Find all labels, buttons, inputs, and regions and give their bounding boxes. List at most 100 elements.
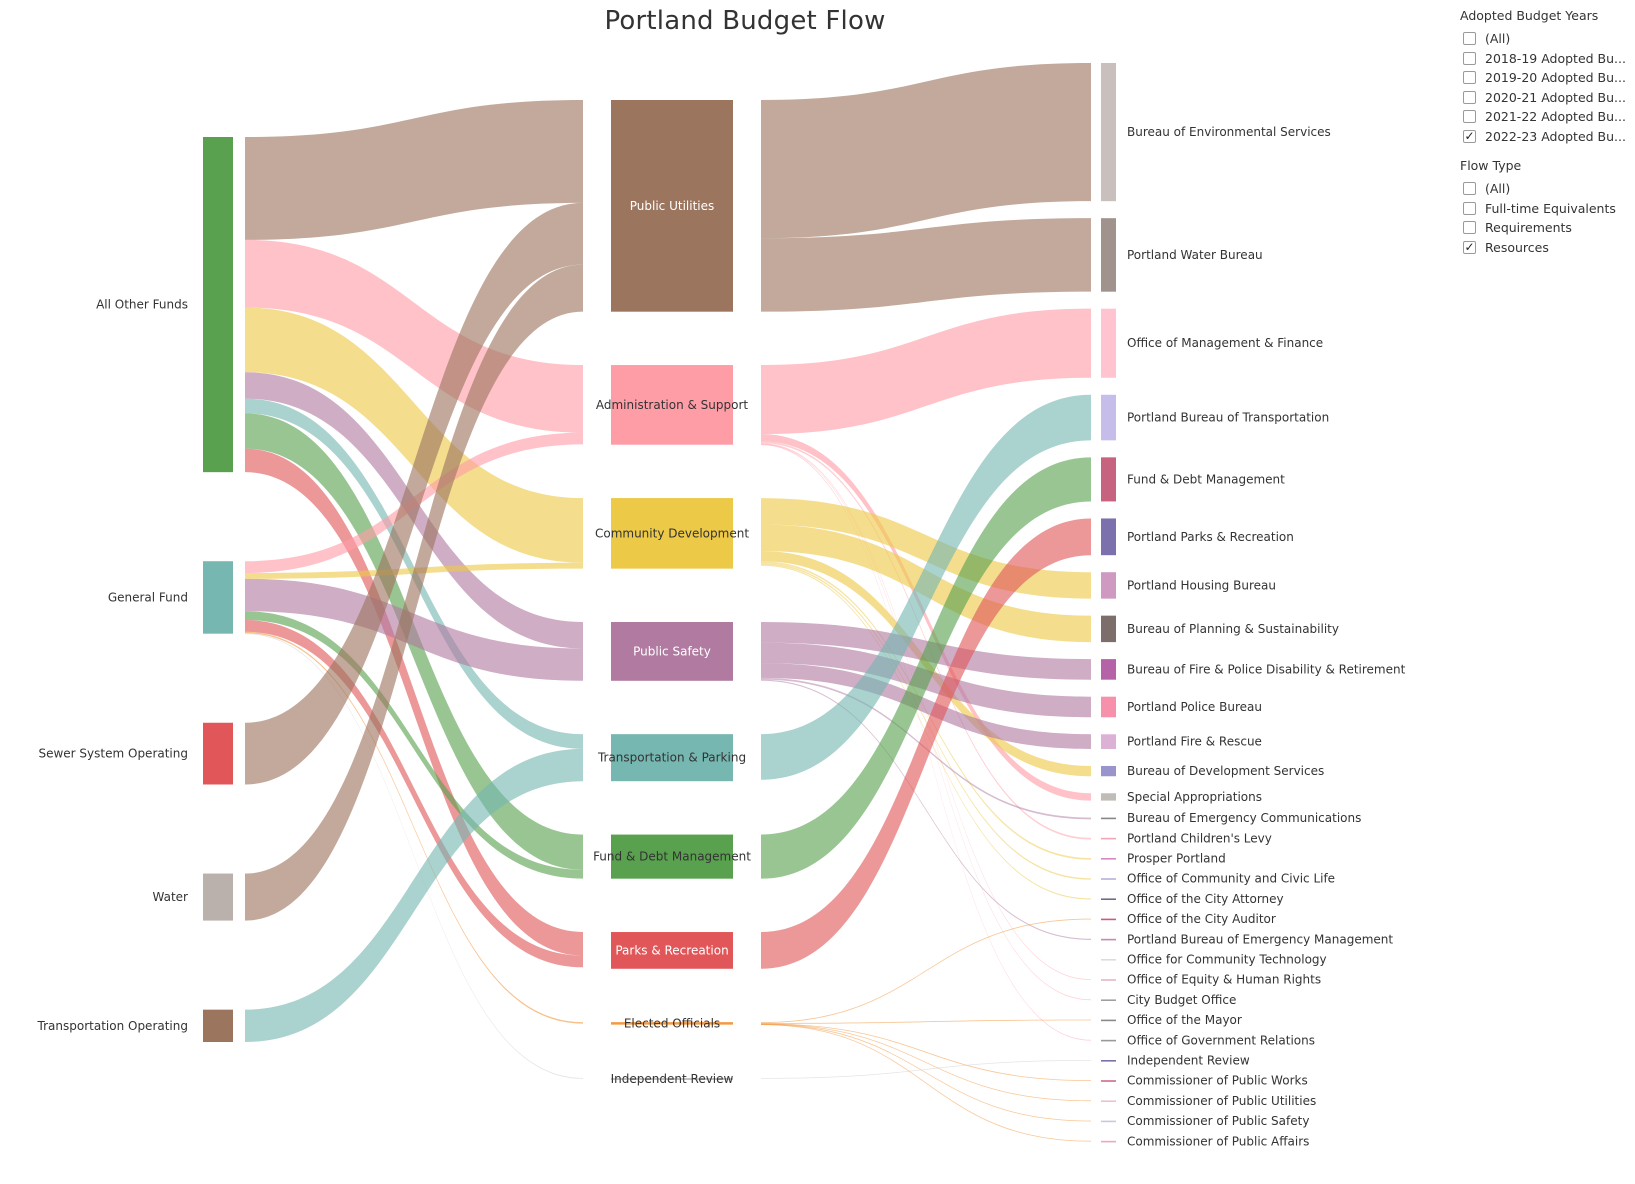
bureau-node[interactable] <box>1101 218 1116 292</box>
service-area-node[interactable] <box>611 1022 733 1025</box>
filter-option[interactable]: ✓2022-23 Adopted Bu... <box>1460 127 1632 147</box>
bureau-node[interactable] <box>1101 979 1116 981</box>
flow-link[interactable] <box>245 202 583 785</box>
bureau-node[interactable] <box>1101 1019 1116 1022</box>
filter-option[interactable]: 2018-19 Adopted Bu... <box>1460 49 1632 69</box>
bureau-node[interactable] <box>1101 1100 1116 1103</box>
service-area-node[interactable] <box>611 365 733 445</box>
checkbox-icon[interactable] <box>1463 90 1476 104</box>
bureau-node[interactable] <box>1101 938 1116 941</box>
filter-option[interactable]: 2020-21 Adopted Bu... <box>1460 88 1632 108</box>
flow-link[interactable] <box>761 394 1091 780</box>
flow-link[interactable] <box>761 1024 1091 1122</box>
flow-link[interactable] <box>245 748 583 1042</box>
service-area-node[interactable] <box>611 834 733 879</box>
bureau-node[interactable] <box>1101 518 1116 556</box>
checkbox-icon[interactable] <box>1463 182 1476 196</box>
flow-link[interactable] <box>761 679 1091 940</box>
bureau-node[interactable] <box>1101 858 1116 860</box>
checkbox-icon[interactable] <box>1463 201 1476 215</box>
bureau-node[interactable] <box>1101 572 1116 599</box>
links-source-to-service-area <box>245 100 583 1079</box>
source-node[interactable] <box>203 137 233 473</box>
bureau-node[interactable] <box>1101 615 1116 643</box>
flow-link[interactable] <box>761 63 1091 239</box>
filter-option[interactable]: 2019-20 Adopted Bu... <box>1460 68 1632 88</box>
bureau-node[interactable] <box>1101 734 1116 749</box>
source-node[interactable] <box>203 873 233 921</box>
service-area-node[interactable] <box>611 1078 733 1080</box>
flow-link[interactable] <box>761 1060 1091 1079</box>
checkbox-icon[interactable] <box>1463 110 1476 124</box>
filter-option[interactable]: Requirements <box>1460 218 1632 238</box>
flow-link[interactable] <box>245 307 583 563</box>
bureau-node[interactable] <box>1101 959 1116 961</box>
bureau-node[interactable] <box>1101 659 1116 680</box>
filter-option[interactable]: Full-time Equivalents <box>1460 199 1632 219</box>
bureau-node[interactable] <box>1101 837 1116 840</box>
service-area-node[interactable] <box>611 498 733 569</box>
bureau-node[interactable] <box>1101 999 1116 1002</box>
service-area-node[interactable] <box>611 622 733 681</box>
checked-checkbox-icon[interactable]: ✓ <box>1463 240 1476 255</box>
checkbox-icon[interactable] <box>1463 32 1476 46</box>
bureau-label: Prosper Portland <box>1127 852 1226 866</box>
bureau-node[interactable] <box>1101 1039 1116 1042</box>
bureau-node[interactable] <box>1101 308 1116 378</box>
service-area-node[interactable] <box>611 734 733 782</box>
flow-link[interactable] <box>245 448 583 956</box>
bureau-node[interactable] <box>1101 1080 1116 1082</box>
flow-link[interactable] <box>245 631 583 1024</box>
source-node[interactable] <box>203 722 233 785</box>
flow-link[interactable] <box>761 663 1091 749</box>
filter-option[interactable]: 2021-22 Adopted Bu... <box>1460 107 1632 127</box>
checked-checkbox-icon[interactable]: ✓ <box>1463 129 1476 144</box>
bureau-node[interactable] <box>1101 394 1116 441</box>
bureau-node[interactable] <box>1101 457 1116 502</box>
bureau-node[interactable] <box>1101 1120 1116 1123</box>
flow-link[interactable] <box>761 308 1091 435</box>
source-node[interactable] <box>203 1009 233 1042</box>
flow-link[interactable] <box>761 441 1091 840</box>
filter-option[interactable]: (All) <box>1460 29 1632 49</box>
bureau-node[interactable] <box>1101 696 1116 718</box>
flow-link[interactable] <box>245 578 583 681</box>
bureau-node[interactable] <box>1101 878 1116 880</box>
bureau-node[interactable] <box>1101 793 1116 801</box>
flow-link[interactable] <box>761 1024 1091 1142</box>
bureau-node[interactable] <box>1101 765 1116 777</box>
filter-title: Flow Type <box>1460 158 1522 173</box>
flow-link[interactable] <box>245 611 583 879</box>
service-area-node[interactable] <box>611 932 733 969</box>
checkbox-icon[interactable] <box>1463 71 1476 85</box>
filter-option[interactable]: (All) <box>1460 179 1632 199</box>
flow-link[interactable] <box>761 457 1091 879</box>
service-area-label: Administration & Support <box>596 398 749 412</box>
flow-link[interactable] <box>245 633 583 1079</box>
flow-link[interactable] <box>245 239 583 433</box>
bureau-node[interactable] <box>1101 918 1116 921</box>
flow-link[interactable] <box>761 518 1091 969</box>
bureau-node[interactable] <box>1101 1060 1116 1062</box>
source-node[interactable] <box>203 561 233 634</box>
flow-link[interactable] <box>761 1019 1091 1024</box>
flow-link[interactable] <box>761 218 1091 312</box>
bureau-node[interactable] <box>1101 63 1116 202</box>
flow-link[interactable] <box>761 563 1091 880</box>
flow-link[interactable] <box>761 1023 1091 1102</box>
bureau-node[interactable] <box>1101 898 1116 901</box>
flow-link[interactable] <box>761 434 1091 801</box>
flow-link[interactable] <box>245 100 583 240</box>
bureau-label: Bureau of Emergency Communications <box>1127 811 1361 825</box>
checkbox-icon[interactable] <box>1463 221 1476 235</box>
bureau-node[interactable] <box>1101 1140 1116 1143</box>
flow-link[interactable] <box>245 264 583 921</box>
flow-link[interactable] <box>761 918 1091 1024</box>
bureau-node[interactable] <box>1101 817 1116 820</box>
checkbox-icon[interactable] <box>1463 51 1476 65</box>
flow-link[interactable] <box>761 1023 1091 1082</box>
filter-option[interactable]: ✓Resources <box>1460 238 1632 258</box>
flow-link[interactable] <box>245 620 583 968</box>
service-area-node[interactable] <box>611 100 733 312</box>
